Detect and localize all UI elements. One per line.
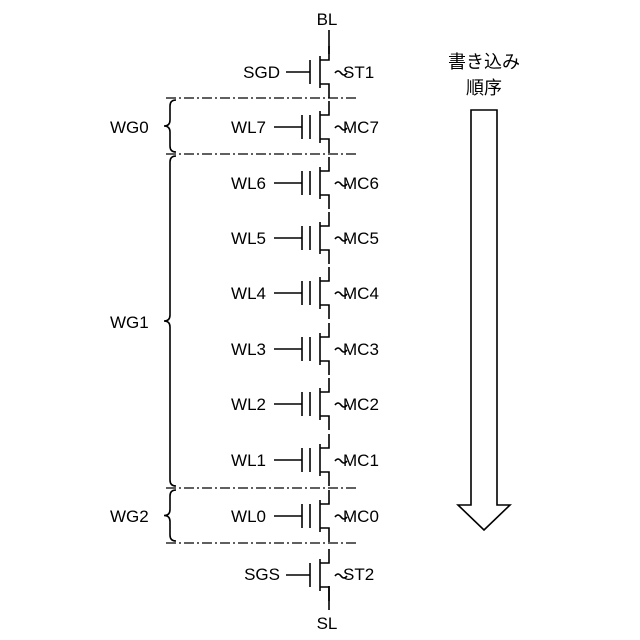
mc2-transistor-source <box>320 416 329 430</box>
wl7-label: WL7 <box>231 118 266 137</box>
mc6-transistor-drain <box>320 157 329 171</box>
wg2-brace <box>164 490 176 541</box>
bl-label: BL <box>317 10 338 29</box>
mc3-transistor-drain <box>320 323 329 337</box>
st2-label: ST2 <box>343 565 374 584</box>
mc2-transistor-drain <box>320 378 329 392</box>
sgd-label: SGD <box>243 63 280 82</box>
wg1-brace <box>164 156 176 486</box>
st1-transistor-drain <box>320 46 329 60</box>
mc6-label: MC6 <box>343 174 379 193</box>
mc1-transistor-source <box>320 472 329 486</box>
st2-transistor-source <box>320 587 329 601</box>
sgs-label: SGS <box>244 565 280 584</box>
write-order-arrow <box>458 110 510 530</box>
mc4-label: MC4 <box>343 284 379 303</box>
mc4-transistor-source <box>320 305 329 319</box>
write-order-line1: 書き込み <box>448 52 520 73</box>
circuit-geometry <box>164 30 510 610</box>
sl-label: SL <box>317 614 338 633</box>
wl2-label: WL2 <box>231 395 266 414</box>
wl4-label: WL4 <box>231 284 266 303</box>
wl3-label: WL3 <box>231 340 266 359</box>
mc7-transistor-drain <box>320 101 329 115</box>
mc0-transistor-drain <box>320 490 329 504</box>
mc1-label: MC1 <box>343 451 379 470</box>
wg0-label: WG0 <box>110 118 149 137</box>
mc6-transistor-source <box>320 195 329 209</box>
wl1-label: WL1 <box>231 451 266 470</box>
mc7-transistor-source <box>320 139 329 153</box>
wl5-label: WL5 <box>231 229 266 248</box>
mc4-transistor-drain <box>320 267 329 281</box>
mc0-label: MC0 <box>343 507 379 526</box>
mc7-label: MC7 <box>343 118 379 137</box>
wg2-label: WG2 <box>110 507 149 526</box>
write-order-line2: 順序 <box>466 78 502 99</box>
mc0-transistor-source <box>320 528 329 542</box>
wl0-label: WL0 <box>231 507 266 526</box>
mc5-label: MC5 <box>343 229 379 248</box>
mc5-transistor-source <box>320 250 329 264</box>
mc1-transistor-drain <box>320 434 329 448</box>
st1-label: ST1 <box>343 63 374 82</box>
wg0-brace <box>164 100 176 152</box>
wl6-label: WL6 <box>231 174 266 193</box>
wg1-label: WG1 <box>110 313 149 332</box>
st1-transistor-source <box>320 84 329 98</box>
mc2-label: MC2 <box>343 395 379 414</box>
st2-transistor-drain <box>320 549 329 563</box>
mc5-transistor-drain <box>320 212 329 226</box>
mc3-transistor-source <box>320 361 329 375</box>
mc3-label: MC3 <box>343 340 379 359</box>
